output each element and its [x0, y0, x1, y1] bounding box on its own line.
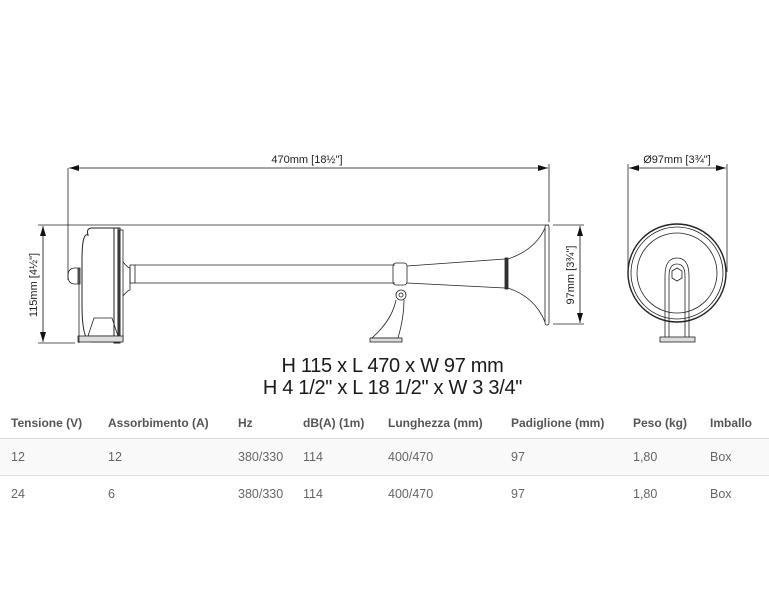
- header-assorbimento: Assorbimento (A): [97, 408, 227, 439]
- cell-peso: 1,80: [622, 438, 699, 476]
- header-tensione: Tensione (V): [0, 408, 97, 439]
- cell-padiglione: 97: [500, 438, 622, 476]
- horn-technical-drawing: 470mm [18½"] Ø97mm [3¾"] 115mm [4½"] 97m…: [28, 154, 728, 344]
- cell-padiglione: 97: [511, 487, 525, 501]
- specs-table: Tensione (V) Assorbimento (A) Hz dB(A) (…: [0, 408, 769, 512]
- dimensions-imperial: H 4 1/2" x L 18 1/2" x W 3 3/4": [262, 377, 523, 399]
- header-imballo: Imballo: [699, 408, 769, 439]
- table-row: 12 12 380/330 114 400/470 97 1,80 Box: [0, 438, 769, 476]
- cell-hz: 380/330: [227, 438, 292, 476]
- cell-assorbimento: 6: [108, 487, 115, 501]
- table-row: 24 6 380/330 114 400/470 97 1,80 Box: [0, 476, 769, 513]
- cell-tensione: 24: [11, 487, 25, 501]
- cell-imballo: Box: [699, 438, 769, 476]
- cell-db: 114: [303, 487, 323, 501]
- cell-imballo: Box: [710, 487, 732, 501]
- header-padiglione: Padiglione (mm): [500, 408, 622, 439]
- cell-peso: 1,80: [633, 487, 658, 501]
- header-lunghezza: Lunghezza (mm): [377, 408, 500, 439]
- cell-tensione: 12: [0, 438, 97, 476]
- dimensions-metric: H 115 x L 470 x W 97 mm: [281, 355, 504, 377]
- bell-dimension-label: 97mm [3¾"]: [565, 246, 577, 305]
- diameter-dimension-label: Ø97mm [3¾"]: [643, 154, 710, 166]
- header-hz: Hz: [227, 408, 292, 439]
- length-dimension-label: 470mm [18½"]: [271, 154, 342, 166]
- cell-db: 114: [292, 438, 377, 476]
- cell-lunghezza: 400/470: [377, 438, 500, 476]
- cell-lunghezza: 400/470: [388, 487, 434, 501]
- header-db: dB(A) (1m): [292, 408, 377, 439]
- height-dimension-label: 115mm [4½"]: [28, 253, 40, 317]
- header-peso: Peso (kg): [622, 408, 699, 439]
- cell-assorbimento: 12: [97, 438, 227, 476]
- table-header-row: Tensione (V) Assorbimento (A) Hz dB(A) (…: [0, 408, 769, 439]
- cell-hz: 380/330: [238, 487, 284, 501]
